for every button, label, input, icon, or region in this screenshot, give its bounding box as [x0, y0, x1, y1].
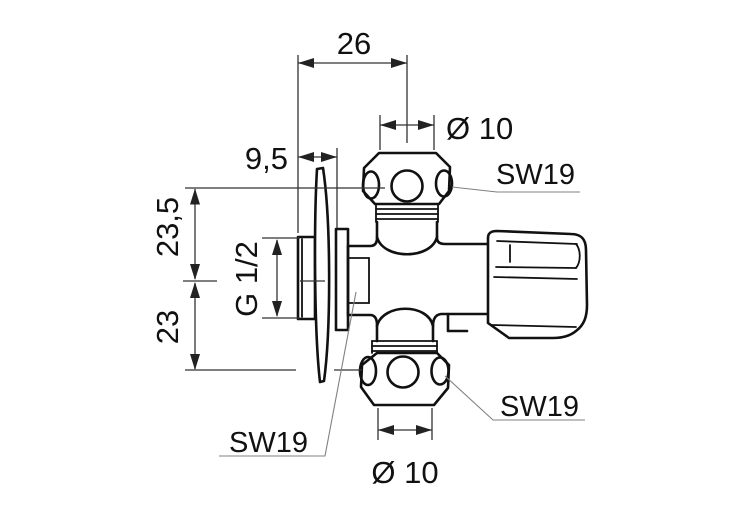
bottom-fitting [358, 340, 451, 407]
bottom-nut-corner-left [358, 355, 378, 387]
wrench-size-bottom-label: SW19 [500, 391, 579, 423]
top-nut-corner-center [390, 169, 424, 203]
bottom-outlet-diameter-label: Ø 10 [371, 455, 438, 490]
dim-9-5: 9,5 [245, 141, 338, 228]
dim-diameter-top: Ø 10 [379, 111, 513, 150]
top-nut-corner-left [361, 170, 381, 200]
top-fitting [361, 151, 454, 223]
top-nut [361, 151, 452, 206]
bottom-nut-corner-right [430, 356, 450, 386]
dimensions: 26 9,5 23,5 23 [150, 26, 513, 490]
wrench-size-top-label: SW19 [496, 159, 575, 191]
thread-pipe [296, 235, 317, 321]
dim-9-5-label: 9,5 [245, 141, 288, 176]
thread-size-label: G 1/2 [229, 241, 264, 317]
dim-26-label: 26 [337, 26, 371, 61]
wrench-size-wall-label: SW19 [229, 427, 308, 459]
wrench-labels: SW19 SW19 SW19 [219, 159, 585, 459]
bottom-nut-corner-center [386, 355, 420, 389]
dim-23-5: 23,5 [150, 188, 200, 280]
dim-thread: G 1/2 [229, 237, 300, 319]
dim-23-label: 23 [150, 310, 185, 344]
top-rings [375, 203, 439, 223]
wall-nut [334, 227, 350, 332]
reference-lines [183, 55, 408, 371]
wrench-label-top: SW19 [451, 159, 580, 193]
wrench-label-bottom-right: SW19 [444, 375, 585, 423]
bottom-rings [371, 340, 438, 354]
dim-23: 23 [150, 282, 200, 370]
dim-23-5-label: 23,5 [150, 197, 185, 257]
valve-outline [296, 151, 589, 407]
dim-26: 26 [297, 26, 407, 233]
valve-handle [486, 229, 589, 340]
top-outlet-diameter-label: Ø 10 [446, 111, 513, 146]
wrench-label-bottom-left: SW19 [219, 291, 357, 459]
valve-body [346, 220, 491, 343]
wall-flange [313, 166, 331, 384]
dim-diameter-bottom: Ø 10 [371, 408, 439, 490]
top-nut-corner-right [434, 169, 454, 198]
body-collar [347, 257, 370, 304]
